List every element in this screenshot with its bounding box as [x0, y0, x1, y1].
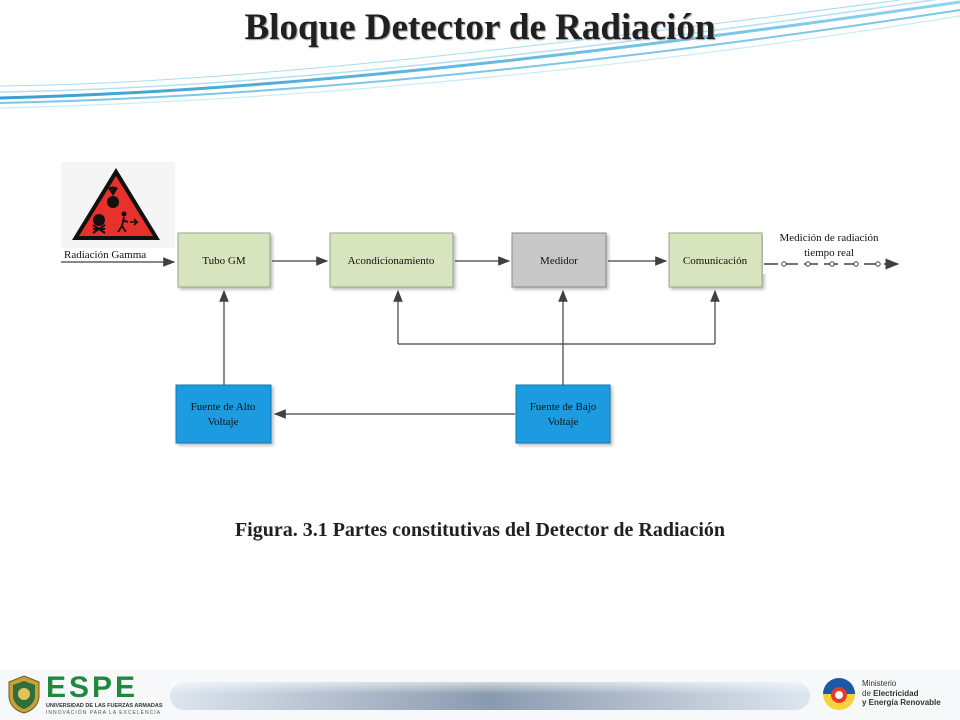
ministry-line-2: de Electricidad [862, 689, 941, 699]
fuente-bajo-label-1: Fuente de Bajo [530, 401, 597, 413]
fuente-bajo-label-2: Voltaje [548, 416, 579, 428]
acondicionamiento-block [329, 232, 454, 288]
acondicionamiento-label: Acondicionamiento [348, 255, 435, 267]
ministry-emblem-icon [823, 678, 855, 710]
output-label-line1: Medición de radiación [780, 232, 879, 244]
footer-bar: ESPE UNIVERSIDAD DE LAS FUERZAS ARMADAS … [0, 670, 960, 720]
input-label: Radiación Gamma [64, 249, 146, 261]
medidor-label: Medidor [540, 255, 578, 267]
output-signal-arrow [763, 228, 903, 274]
comunicacion-label: Comunicación [683, 255, 748, 267]
espe-subtitle-1: UNIVERSIDAD DE LAS FUERZAS ARMADAS [46, 703, 163, 709]
medidor-block [511, 232, 607, 288]
ministry-text: Ministerio de Electricidad y Energía Ren… [862, 679, 941, 708]
ministry-line-2-strong: Electricidad [873, 688, 919, 698]
ministry-line-3: y Energía Renovable [862, 698, 941, 707]
fuente-alto-label-2: Voltaje [208, 416, 239, 428]
footer-graphics [0, 670, 960, 720]
fuente-bajo-block [515, 384, 611, 444]
slide-title: Bloque Detector de Radiación [244, 7, 716, 48]
ministry-line-2-prefix: de [862, 688, 871, 698]
comunicacion-block [668, 232, 763, 288]
tubo-gm-label: Tubo GM [202, 255, 246, 267]
ministry-line-1: Ministerio [862, 679, 897, 688]
header-swoosh [0, 0, 960, 109]
output-label-line2: tiempo real [804, 247, 854, 259]
fuente-alto-block [175, 384, 272, 444]
espe-logo: ESPE [46, 671, 139, 704]
radiation-hazard-icon [61, 162, 175, 248]
figure-caption: Figura. 3.1 Partes constitutivas del Det… [234, 519, 726, 541]
fuente-alto-label-1: Fuente de Alto [191, 401, 256, 413]
espe-emblem-icon [8, 675, 40, 714]
block-diagram: Radiación Gamma Tubo GM Acondicionamient… [61, 162, 903, 445]
espe-subtitle-2: INNOVACIÓN PARA LA EXCELENCIA [46, 710, 161, 716]
tubo-gm-block [177, 232, 271, 288]
